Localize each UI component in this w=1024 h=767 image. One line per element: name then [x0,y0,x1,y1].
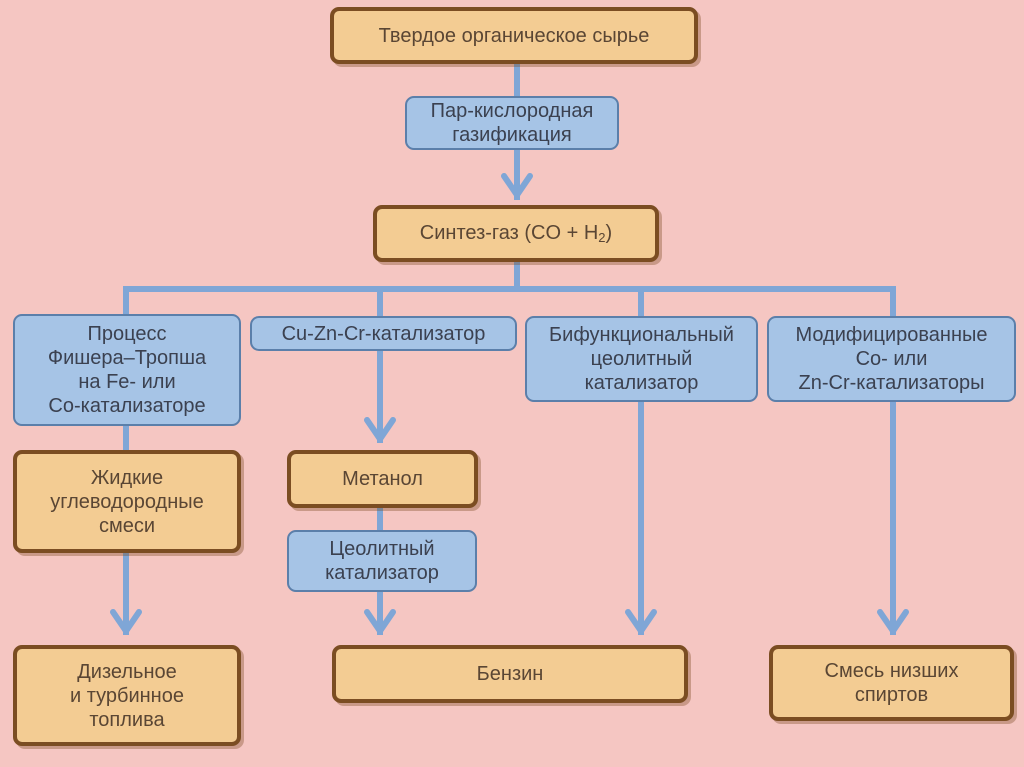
node-bifunctional-catalyst: Бифункциональный цеолитный катализатор [525,316,758,402]
node-liquid-hydrocarbons-label: Жидкие углеводородные смеси [50,466,204,537]
node-modified-catalysts: Модифицированные Co- или Zn-Cr-катализат… [767,316,1016,402]
syngas-subscript: 2 [598,230,606,246]
node-raw-material: Твердое органическое сырье [330,7,698,64]
node-bifunctional-catalyst-label: Бифункциональный цеолитный катализатор [549,324,734,394]
node-zeolite-catalyst: Цеолитный катализатор [287,530,477,592]
node-zeolite-catalyst-label: Цеолитный катализатор [325,538,439,584]
arrowhead-diesel [110,609,142,634]
node-diesel-turbine-fuel-label: Дизельное и турбинное топлива [70,660,184,731]
node-liquid-hydrocarbons: Жидкие углеводородные смеси [13,450,241,553]
node-modified-catalysts-label: Модифицированные Co- или Zn-Cr-катализат… [795,324,988,394]
node-syngas: Синтез-газ (CO + H2) [373,205,659,262]
arrowhead-gasoline-bifunctional [625,609,657,634]
node-fischer-tropsch: Процесс Фишера–Тропша на Fe- или Co-ката… [13,314,241,426]
arrowhead-syngas [501,173,533,198]
node-methanol: Метанол [287,450,478,508]
node-cu-zn-cr-catalyst-label: Cu-Zn-Cr-катализатор [281,322,486,345]
node-cu-zn-cr-catalyst: Cu-Zn-Cr-катализатор [250,316,517,351]
node-gasoline-label: Бензин [476,663,544,685]
node-raw-material-label: Твердое органическое сырье [378,24,650,47]
node-methanol-label: Метанол [342,468,423,490]
node-fischer-tropsch-label: Процесс Фишера–Тропша на Fe- или Co-ката… [47,323,207,417]
node-lower-alcohols: Смесь низших спиртов [769,645,1014,721]
node-gasoline: Бензин [332,645,688,703]
node-diesel-turbine-fuel: Дизельное и турбинное топлива [13,645,241,746]
syngas-prefix: Синтез-газ (CO + H [419,222,599,245]
node-syngas-label: Синтез-газ (CO + H2) [420,221,612,246]
node-lower-alcohols-label: Смесь низших спиртов [824,660,959,706]
arrowhead-methanol [364,417,396,442]
node-gasification: Пар-кислородная газификация [405,96,619,150]
arrowhead-alcohols [877,609,909,634]
node-gasification-label: Пар-кислородная газификация [430,100,594,146]
syngas-suffix: ) [605,222,613,245]
arrowhead-gasoline-zeolite [364,609,396,634]
